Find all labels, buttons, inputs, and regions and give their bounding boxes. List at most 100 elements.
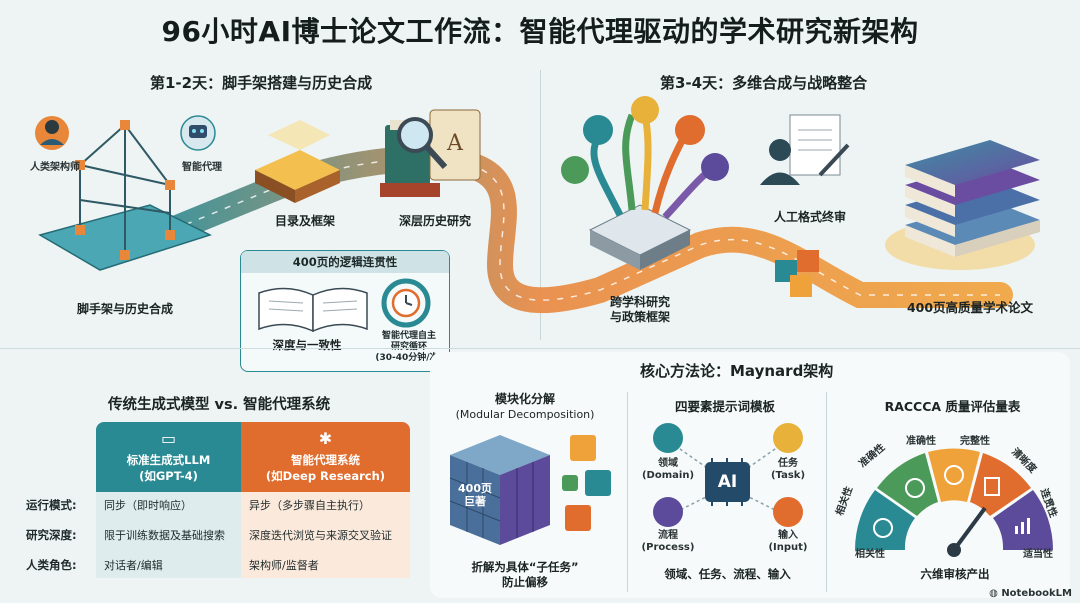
interdisciplinary-chip-icon (588, 113, 722, 270)
gauge-segment-coherence (993, 490, 1053, 550)
scaffold-frame (79, 124, 171, 255)
phase-divider (540, 70, 541, 340)
workflow-illustration: A (35, 96, 1040, 314)
methodology-heading: 核心方法论：Maynard架构 (640, 362, 834, 380)
modular-title-1: 模块化分解 (494, 392, 555, 406)
ai-chip-icon (705, 462, 750, 502)
chat-icon: ▭ (160, 429, 177, 448)
row-cell-llm: 限于训练数据及基础搜索 (96, 518, 241, 552)
gauge-check-icon (873, 518, 893, 538)
coherence-title: 400页的逻辑连贯性 (241, 251, 449, 273)
depth-label: 深度与一致性 (272, 338, 342, 352)
toc-label: 目录及框架 (274, 214, 335, 228)
globe-icon (583, 115, 613, 145)
method-divider-2 (826, 392, 827, 592)
modular-caption-2: 防止偏移 (502, 575, 548, 589)
method-divider-1 (627, 392, 628, 592)
gauge-label-appropriateness: 适当性 (1023, 549, 1053, 560)
puzzle-pieces-icon (562, 435, 611, 531)
history-books-icon: A (380, 109, 481, 197)
cycle-clock-icon (381, 278, 431, 328)
gauge-bars-icon (1015, 518, 1030, 534)
gauge-check-icon (944, 465, 964, 485)
cross-label: 跨学科研究 与政策框架 (590, 295, 690, 325)
domain-label-en: (Domain) (641, 470, 695, 481)
prompt-illustration (653, 423, 803, 527)
domain-globe-icon (653, 423, 683, 453)
finance-icon (631, 96, 659, 124)
task-label-zh: 任务 (778, 458, 798, 469)
gauge-needle (952, 506, 987, 552)
review-label: 人工格式终审 (773, 210, 846, 224)
cube-icon (449, 435, 550, 545)
gauge-label-relevance: 相关性 (855, 549, 885, 560)
loop-label-1: 智能代理自主 (381, 331, 436, 341)
svg-text:A: A (446, 131, 464, 156)
process-label-zh: 流程 (658, 530, 678, 541)
row-cell-agent: 异步（多步骤自主执行） (241, 492, 410, 518)
comparison-heading: 传统生成式模型 vs. 智能代理系统 (108, 397, 331, 413)
input-label: 输入 (Input) (758, 530, 818, 554)
history-label: 深层历史研究 (398, 214, 471, 228)
thesis-label: 400页高质量学术论文 (906, 300, 1034, 315)
coherence-box: 400页的逻辑连贯性 深度与一致性 智能代理自主 研究循环 (30-40分钟/次… (240, 250, 450, 372)
cube-label-2: 巨著 (464, 495, 486, 508)
row-cell-agent: 架构师/监督者 (241, 552, 410, 578)
cube-label: 400页 巨著 (452, 482, 498, 508)
gauge-segment-completeness (928, 448, 980, 502)
row-cell-agent: 深度迭代浏览与来源交叉验证 (241, 518, 410, 552)
process-label: 流程 (Process) (638, 530, 698, 554)
col-agent-system: ✱ 智能代理系统 (如Deep Research) (241, 422, 410, 492)
process-gear-icon (653, 497, 683, 527)
human-review-icon (760, 114, 850, 185)
puzzle-blocks-icon (775, 250, 819, 297)
phase2-heading: 第3-4天：多维合成与战略整合 (660, 74, 868, 92)
thesis-books-icon (885, 140, 1040, 270)
task-clipboard-icon (773, 423, 803, 453)
institution-icon (675, 115, 705, 145)
section-divider (0, 348, 1080, 349)
col2-line1: 智能代理系统 (291, 453, 360, 467)
modular-title-2: (Modular Decomposition) (455, 408, 595, 421)
table-row: 运行模式: 同步（即时响应） 异步（多步骤自主执行） (18, 492, 410, 518)
table-row: 研究深度: 限于训练数据及基础搜索 深度迭代浏览与来源交叉验证 (18, 518, 410, 552)
open-book-icon (258, 287, 368, 333)
cube-label-1: 400页 (458, 482, 492, 495)
human-architect-label: 人类架构师 (30, 162, 80, 173)
raccca-gauge (855, 448, 1053, 557)
domain-label-zh: 领域 (658, 458, 678, 469)
ecology-icon (561, 156, 589, 184)
process-label-en: (Process) (641, 542, 695, 553)
comparison-table: ▭ 标准生成式LLM (如GPT-4) ✱ 智能代理系统 (如Deep Rese… (18, 422, 410, 578)
gauge-doc-icon (984, 477, 1000, 496)
task-label: 任务 (Task) (758, 458, 818, 482)
col-standard-llm: ▭ 标准生成式LLM (如GPT-4) (96, 422, 241, 492)
brand-mark: ◍ NotebookLM (989, 588, 1072, 599)
brand-label: NotebookLM (1001, 588, 1072, 599)
scaffold-label: 脚手架与历史合成 (76, 302, 173, 316)
row-label: 研究深度: (26, 528, 77, 542)
gauge-label: 完整性 (960, 436, 990, 447)
page-title: 96小时AI博士论文工作流：智能代理驱动的学术研究新架构 (161, 15, 919, 48)
modular-caption: 折解为具体“子任务” 防止偏移 (440, 560, 610, 590)
raccca-title: RACCCA 质量评估量表 (884, 399, 1021, 414)
toc-chip-icon (255, 120, 340, 203)
gauge-label: 准确性 (906, 436, 936, 447)
row-cell-llm: 对话者/编辑 (96, 552, 241, 578)
cross-label-1: 跨学科研究 (609, 295, 670, 309)
modular-title: 模块化分解 (Modular Decomposition) (440, 392, 610, 422)
gauge-check-icon (905, 478, 925, 498)
phase1-heading: 第1-2天：脚手架搭建与历史合成 (150, 74, 373, 92)
notebook-icon: ◍ (989, 588, 1002, 599)
loop-label-3: (30-40分钟/次) (375, 353, 443, 363)
task-label-en: (Task) (770, 470, 806, 481)
network-icon: ✱ (318, 429, 333, 448)
modular-caption-1: 折解为具体“子任务” (471, 560, 579, 574)
col1-line2: (如GPT-4) (139, 469, 198, 483)
input-label-en: (Input) (768, 542, 808, 553)
raccca-caption: 六维审核产出 (920, 567, 990, 581)
input-cursor-icon (773, 497, 803, 527)
gauge-segment-clarity (970, 453, 1031, 516)
prompt-caption: 领域、任务、流程、输入 (664, 567, 791, 581)
row-cell-llm: 同步（即时响应） (96, 492, 241, 518)
